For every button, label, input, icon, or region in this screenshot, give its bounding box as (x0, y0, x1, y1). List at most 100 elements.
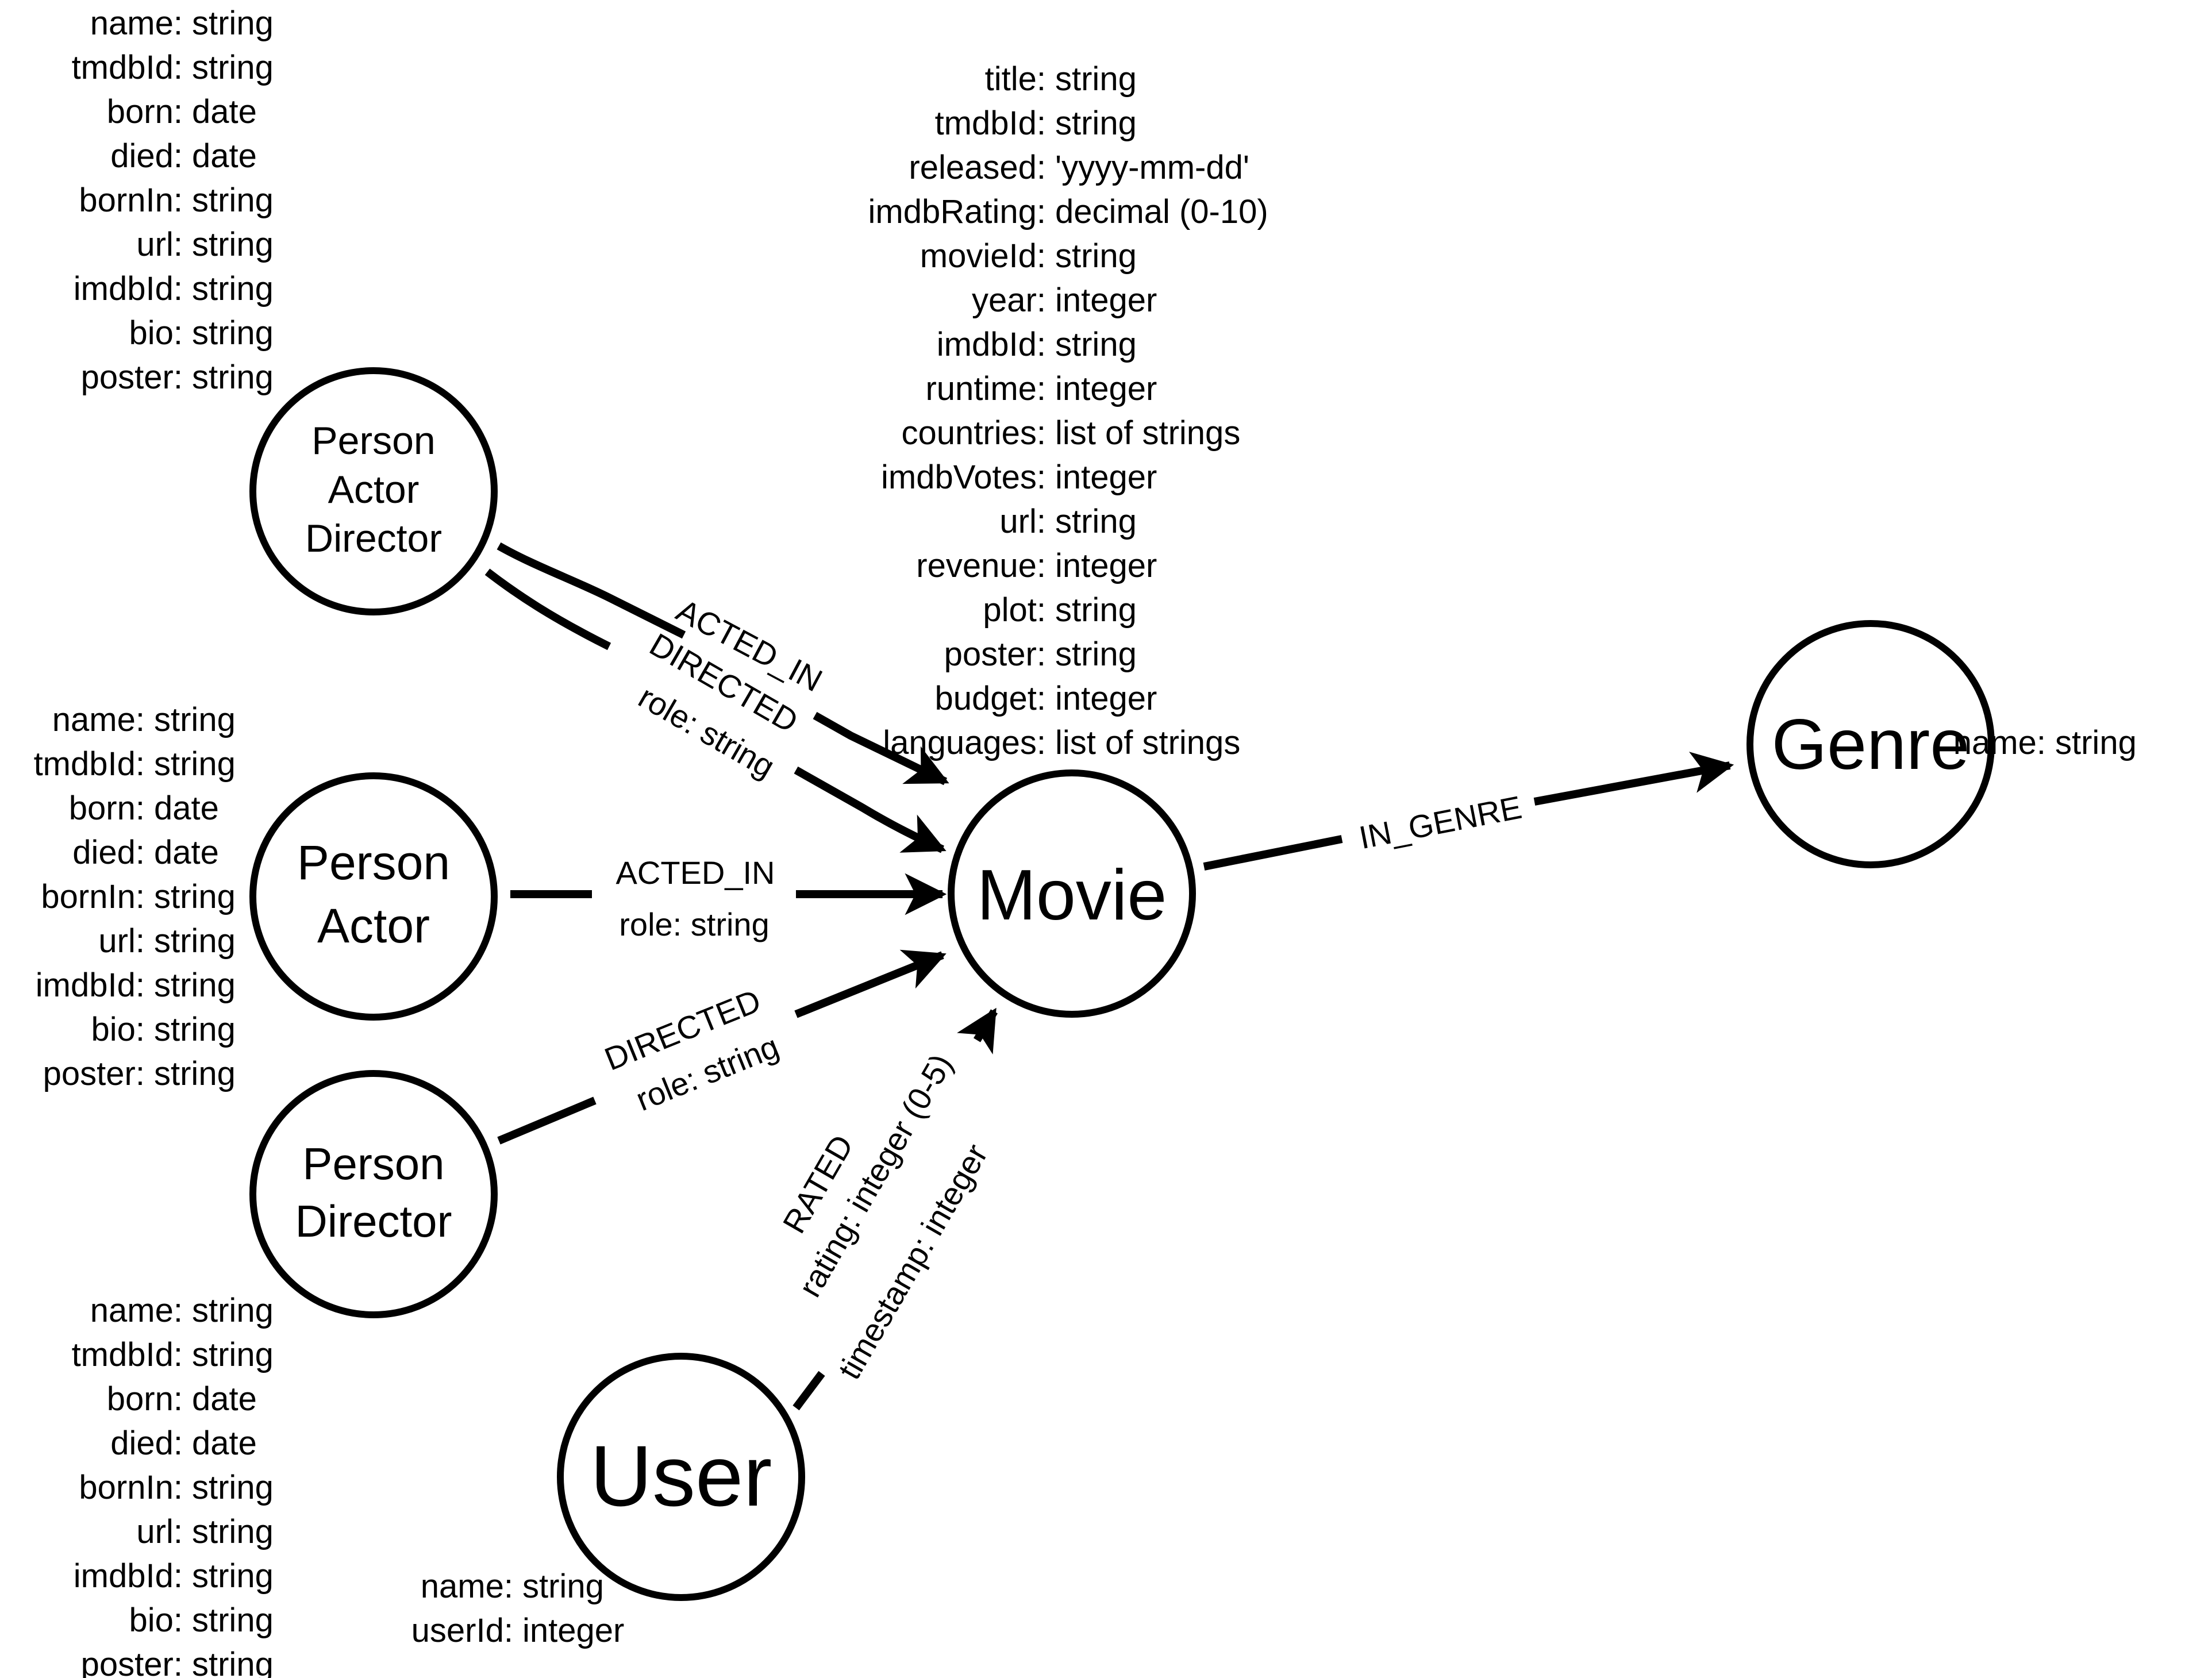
node-circle-person-actor (249, 772, 498, 1021)
property-type: string (192, 5, 274, 42)
node-circle-user (557, 1353, 805, 1601)
property-type: string (2055, 724, 2137, 761)
property-key: url: (136, 1513, 183, 1550)
property-key: bio: (129, 314, 183, 352)
property-type: string (192, 1336, 274, 1373)
property-key: bio: (129, 1602, 183, 1639)
property-key: tmdbId: (34, 745, 145, 783)
node-label-line: Actor (317, 899, 430, 953)
property-type: string (154, 1055, 236, 1092)
property-type: string (154, 878, 236, 915)
property-type: integer (522, 1612, 624, 1649)
property-list-person-actor: name:stringtmdbId:stringborn:datedied:da… (34, 701, 236, 1092)
property-key: bornIn: (79, 1469, 183, 1506)
property-key: name: (90, 1292, 183, 1329)
property-key: url: (136, 226, 183, 263)
property-key: imdbId: (937, 326, 1046, 363)
property-type: string (192, 1646, 274, 1678)
node-label-line: Director (295, 1196, 452, 1246)
property-key: runtime: (925, 370, 1046, 407)
property-key: born: (107, 1380, 183, 1418)
node-label-line: Person (297, 836, 450, 890)
node-circle-person-director (249, 1070, 498, 1318)
property-key: died: (110, 137, 183, 175)
property-key: died: (72, 834, 145, 871)
property-type: string (192, 49, 274, 86)
property-list-genre: name:string (1953, 724, 2137, 761)
property-key: imdbId: (74, 1557, 183, 1595)
edge-line-in-genre (1203, 765, 1730, 871)
property-type: date (192, 1380, 257, 1418)
node-circle-genre (1746, 620, 1995, 868)
property-key: born: (107, 93, 183, 130)
node-person-actor: Person Actor (249, 772, 498, 1021)
node-label-line: Movie (977, 856, 1167, 935)
property-key: poster: (81, 1646, 183, 1678)
property-key: tmdbId: (72, 1336, 183, 1373)
property-key: url: (999, 503, 1046, 540)
node-label-line: Director (305, 517, 442, 560)
property-type: string (192, 314, 274, 352)
property-key: plot: (983, 591, 1046, 629)
node-label-line: User (590, 1427, 772, 1524)
property-key: languages: (883, 724, 1046, 761)
property-key: name: (90, 5, 183, 42)
property-type: string (154, 1011, 236, 1048)
property-type: string (192, 1469, 274, 1506)
property-key: imdbId: (74, 270, 183, 307)
property-type: string (192, 1513, 274, 1550)
property-list-movie: title:stringtmdbId:stringreleased:'yyyy-… (868, 60, 1268, 761)
property-type: decimal (0-10) (1055, 193, 1268, 230)
property-key: released: (909, 149, 1046, 186)
node-person-actor-director: Person Actor Director (249, 367, 498, 615)
property-type: string (192, 270, 274, 307)
property-type: string (1055, 237, 1137, 275)
property-type: list of strings (1055, 414, 1240, 452)
node-person-director: Person Director (249, 1070, 498, 1318)
node-circle-movie (948, 769, 1196, 1018)
node-movie: Movie (948, 769, 1196, 1018)
property-key: poster: (81, 359, 183, 396)
edge-line-pd-directed (497, 955, 942, 1145)
property-type: string (1055, 105, 1137, 142)
property-type: list of strings (1055, 724, 1240, 761)
node-label-line: Person (302, 1138, 444, 1189)
property-key: name: (1953, 724, 2046, 761)
property-type: string (154, 701, 236, 738)
edge-line-pad-acted-in (497, 542, 945, 782)
property-type: integer (1055, 680, 1157, 717)
property-key: poster: (944, 636, 1046, 673)
property-type: string (1055, 636, 1137, 673)
property-key: countries: (902, 414, 1046, 452)
property-type: string (192, 1557, 274, 1595)
node-user: User (557, 1353, 805, 1601)
property-key: url: (98, 922, 145, 960)
property-type: date (154, 790, 219, 827)
property-type: integer (1055, 547, 1157, 584)
property-type: string (192, 226, 274, 263)
property-key: bio: (91, 1011, 145, 1048)
property-key: revenue: (916, 547, 1046, 584)
property-type: string (1055, 60, 1137, 98)
property-list-person-actor-director: name:stringtmdbId:stringborn:datedied:da… (72, 5, 274, 396)
property-type: integer (1055, 370, 1157, 407)
node-genre: Genre (1746, 620, 1995, 868)
property-key: budget: (934, 680, 1046, 717)
node-label-line: Actor (328, 468, 420, 511)
property-type: date (192, 137, 257, 175)
edge-label-in-genre: IN_GENRE (1356, 789, 1525, 856)
property-type: integer (1055, 282, 1157, 319)
property-type: integer (1055, 459, 1157, 496)
property-type: string (192, 182, 274, 219)
property-type: 'yyyy-mm-dd' (1055, 149, 1249, 186)
property-key: tmdbId: (935, 105, 1046, 142)
property-type: date (192, 1425, 257, 1462)
property-key: born: (69, 790, 145, 827)
property-key: name: (421, 1568, 513, 1605)
edge-line-pad-directed (484, 568, 942, 849)
property-type: string (192, 1292, 274, 1329)
property-key: name: (52, 701, 145, 738)
